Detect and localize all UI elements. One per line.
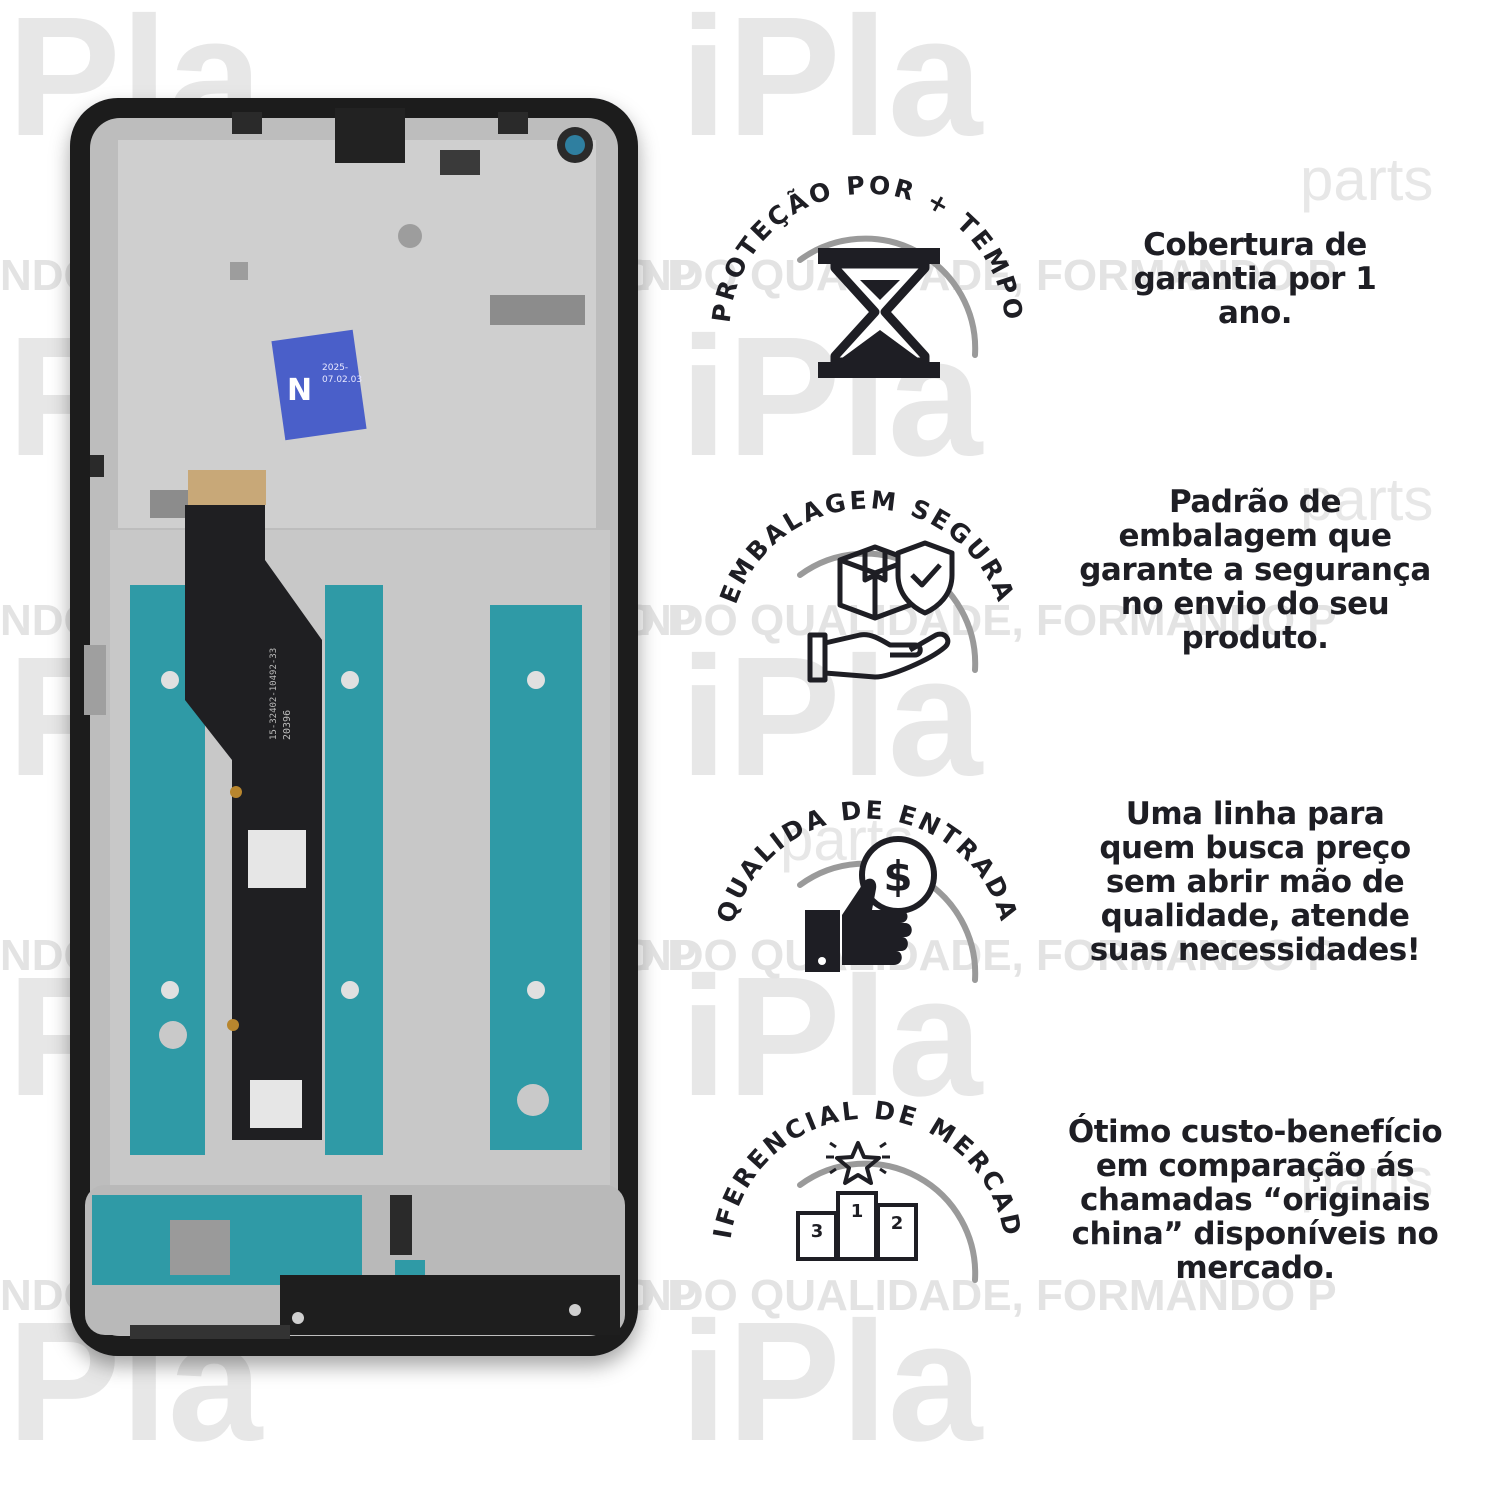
feature-entry-quality-badge: QUALIDA DE ENTRADA $: [711, 795, 1021, 983]
svg-text:EMBALAGEM SEGURA: EMBALAGEM SEGURA: [714, 485, 1021, 607]
feature-market-differential-description: Ótimo custo-benefício em comparação ás c…: [1067, 1114, 1443, 1286]
feature-market-differential-badge: DIFERENCIAL DE MERCADO 3 1 2: [700, 1065, 1024, 1283]
podium-star-icon: 3 1 2: [796, 1141, 918, 1261]
feature-packaging-badge: EMBALAGEM SEGURA: [714, 485, 1021, 683]
svg-text:1: 1: [851, 1201, 864, 1222]
feature-entry-quality: QUALIDA DE ENTRADA $: [700, 765, 1030, 1035]
svg-text:N: N: [287, 373, 312, 408]
svg-text:3: 3: [811, 1221, 824, 1242]
svg-text:20396: 20396: [282, 710, 293, 740]
svg-text:2: 2: [891, 1213, 904, 1234]
feature-warranty: PROTEÇÃO POR + TEMPO: [700, 140, 1030, 410]
feature-warranty-badge: PROTEÇÃO POR + TEMPO: [707, 170, 1026, 378]
svg-text:$: $: [883, 852, 912, 901]
svg-text:2025-: 2025-: [322, 363, 348, 373]
feature-packaging: EMBALAGEM SEGURA: [700, 455, 1030, 725]
feature-packaging-description: Padrão de embalagem que garante a segura…: [1079, 484, 1431, 656]
feature-market-differential: DIFERENCIAL DE MERCADO 3 1 2: [700, 1065, 1030, 1335]
secure-package-icon: [807, 540, 955, 683]
feature-warranty-description: Cobertura de garantia por 1 ano.: [1133, 227, 1377, 331]
svg-text:15-32402-10492-33: 15-32402-10492-33: [269, 648, 279, 740]
hourglass-icon: [818, 248, 940, 378]
feature-entry-quality-description: Uma linha para quem busca preço sem abri…: [1089, 796, 1421, 968]
svg-text:07.02.03: 07.02.03: [322, 375, 362, 385]
thumbs-up-dollar-icon: $: [805, 836, 937, 972]
